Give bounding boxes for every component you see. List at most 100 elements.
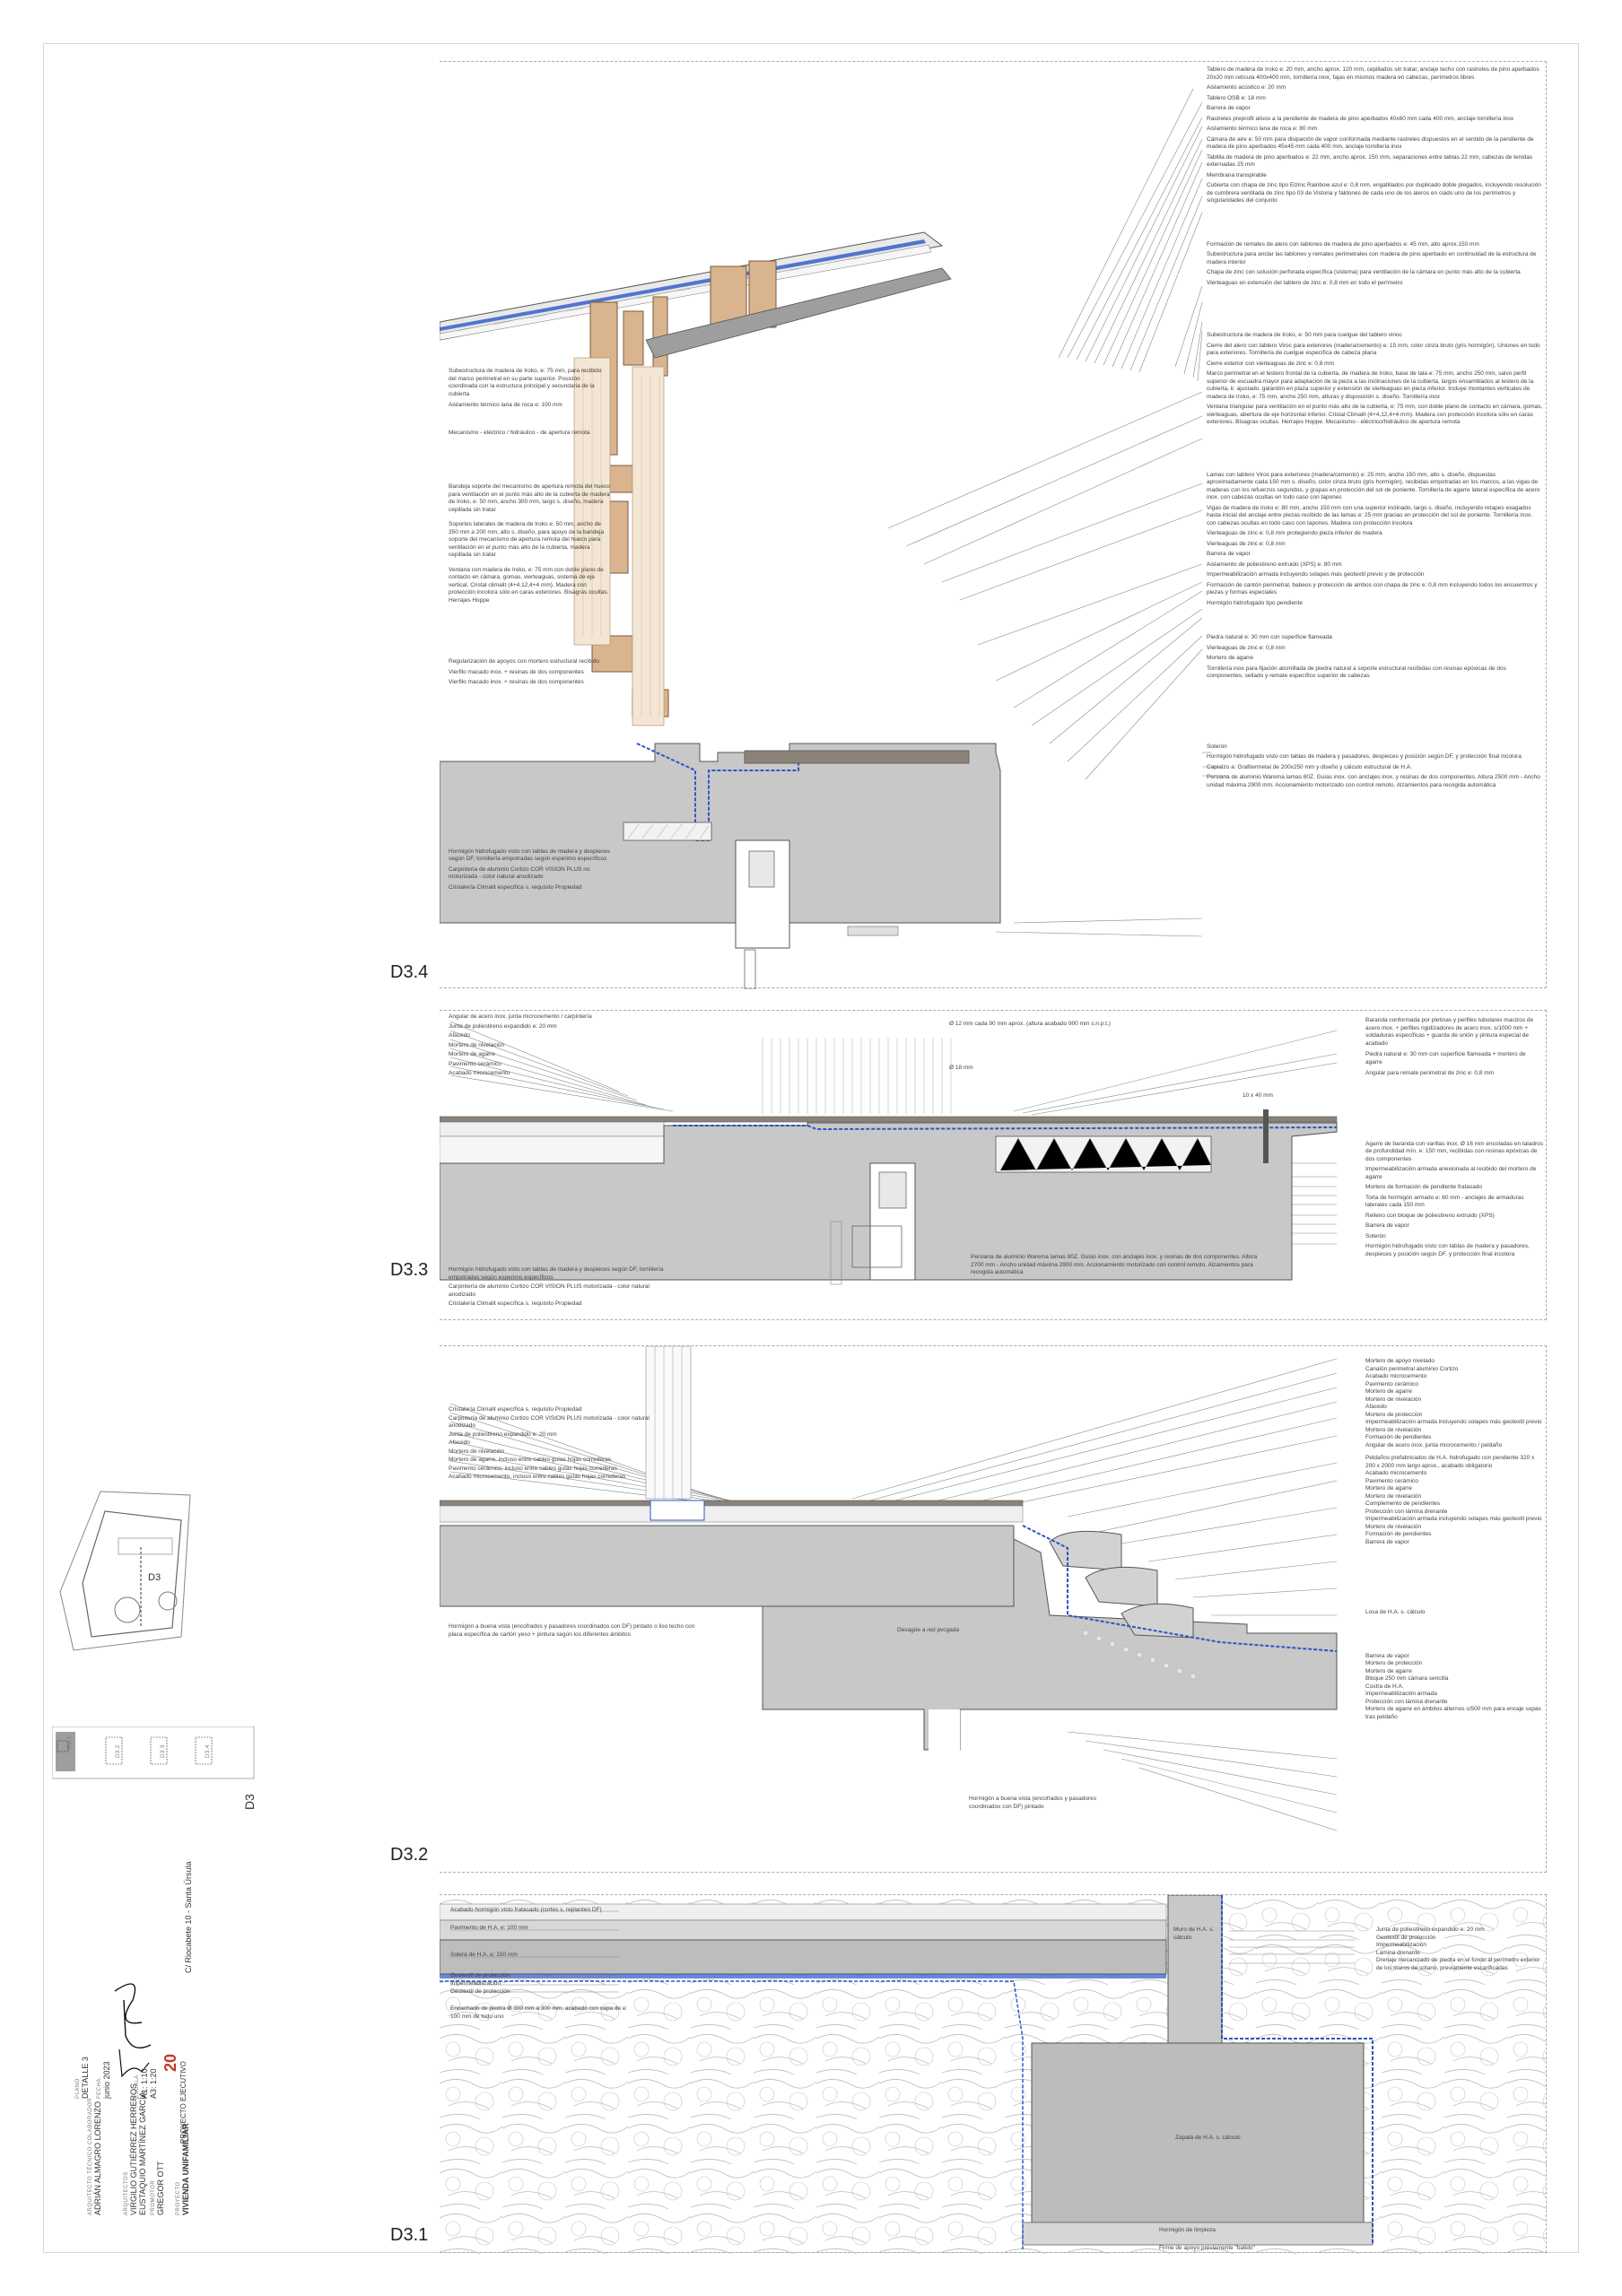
- note: Cámara de aire e: 50 mm para disipación …: [1207, 135, 1534, 151]
- note: Mortero de nivelación: [1365, 1492, 1422, 1500]
- note: Mortero de formación de pendiente fratas…: [1365, 1184, 1483, 1190]
- note: Afacedo: [449, 1439, 470, 1446]
- note: Complemento de pendientes: [1365, 1500, 1441, 1507]
- note: Piedra natural e: 30 mm con superficie f…: [1207, 634, 1332, 640]
- note: Drenaje mecanizado de piedra en el fondo…: [1376, 1957, 1540, 1971]
- detail-d31-frame: D3.1: [390, 1894, 1547, 2254]
- note: Subestructura de madera de Iroko, e: 75 …: [449, 368, 602, 397]
- note: Pavimento cerámico, incluso entre cables…: [449, 1465, 617, 1472]
- note: Pavimento cerámico: [1365, 1380, 1418, 1387]
- d32-mid-note-1: Hormigón a buena vista (encofrados y pas…: [449, 1623, 695, 1638]
- d31-center-note-3: Firme de apoyo previamente "batido": [1159, 2245, 1255, 2251]
- note: Peldaños prefabricados de H.A. hidrofuga…: [1365, 1455, 1535, 1469]
- note: Tablero de madera de Iroko e: 20 mm, anc…: [1207, 66, 1539, 81]
- note: Formación de remates de alero con tablon…: [1207, 240, 1479, 248]
- tb-architects: ARQUITECTOS VIRGILIO GUTIÉRREZ HERREROS …: [124, 2083, 147, 2215]
- note: Membrana transpirable: [1207, 171, 1267, 178]
- note: Afacedo: [1365, 1404, 1387, 1410]
- note: Junta de poliestireno expandido e: 20 mm: [449, 1431, 557, 1438]
- tb-address: C/ Riocabete 10 - Santa Úrsula: [184, 1861, 193, 1973]
- detail-d31-label: D3.1: [390, 2225, 429, 2245]
- note: Vigas de madera de Iroko e: 80 mm, ancho…: [1207, 504, 1533, 526]
- d31-center-note-0: Muro de H.A. s. cálculo: [1173, 1926, 1215, 1941]
- note: Subestructura de madera de Iroko, e: 50 …: [1207, 332, 1402, 338]
- note: Mortero de agarre: [449, 1051, 496, 1057]
- note: Persiana de aluminio Warema lamas 80Z. G…: [1207, 774, 1540, 788]
- note: Lamas con tablero Viroc para exteriores …: [1207, 471, 1540, 501]
- note: Cristalería Climalit específica s. requi…: [449, 883, 582, 891]
- tb-plan: PLANO DETALLE 3: [75, 2057, 90, 2099]
- note: Marco perimetral en el testero frontal d…: [1207, 370, 1534, 400]
- note: Vierfilo macado inox. + resinas de dos c…: [449, 668, 584, 675]
- note: Vierfilo macado inox. + resinas de dos c…: [449, 679, 584, 685]
- note: Acabado microcemento, incluso entre cabl…: [449, 1474, 626, 1480]
- note: Hormigón hidrofugado visto con tablas de…: [449, 848, 610, 863]
- key-strip-main-label: D3: [242, 1794, 257, 1810]
- note: Mortero de nivelación: [449, 1448, 505, 1455]
- note: Ventana con madera de Iroko, e: 75 mm co…: [449, 566, 609, 604]
- note: Barrera de vapor: [1365, 1222, 1409, 1229]
- note: Vierteaguas de zinc e: 0,8 mm: [1207, 644, 1286, 651]
- d31-center-note-2: Hormigón de limpieza: [1159, 2227, 1216, 2233]
- note: Vierteaguas en extensión del tablero de …: [1207, 279, 1403, 286]
- note: Hormigón hidrofugado tipo pendiente: [1207, 599, 1303, 606]
- note: Geotextil de protección: [1376, 1934, 1436, 1941]
- note: Protección con lámina drenante: [1365, 1508, 1448, 1515]
- d31-left-note-6: Encachado de piedra Ø 300 mm a 300 mm, a…: [450, 2005, 628, 2020]
- note: Mortero de nivelación: [1365, 1426, 1422, 1433]
- tb-technical: ARQUITECTO TÉCNICO COLABORADOR ADRIÁN AL…: [88, 2097, 102, 2215]
- note: Cierre del alero con tablero Viroc para …: [1207, 342, 1540, 357]
- d34-left-notes: Subestructura de madera de Iroko, e: 75 …: [449, 368, 610, 894]
- key-plan-strip: [52, 1726, 255, 1779]
- note: Ventana triangular para ventilación en e…: [1207, 404, 1543, 425]
- note: Formación de pendientes: [1365, 1531, 1432, 1537]
- note: Impermeabilización armada anexionada al …: [1365, 1166, 1537, 1180]
- note: Mortero de protección: [1365, 1660, 1423, 1666]
- detail-d33-drawing: [440, 1021, 1338, 1285]
- note: Acabado microcemento: [1365, 1373, 1427, 1379]
- note: Aislamiento acústico e: 20 mm: [1207, 84, 1286, 91]
- note: Hormigón hidrofugado visto con tablas de…: [1207, 753, 1522, 760]
- note: Cierre exterior con vierteaguas de zinc …: [1207, 360, 1334, 367]
- d33-top-note-1: Ø 12 mm cada 90 mm aprox. (altura acabad…: [949, 1021, 1111, 1027]
- note: Baranda conformada por pletinas y perfil…: [1365, 1017, 1534, 1047]
- detail-d34-frame: D3.4: [390, 61, 1547, 989]
- tb-scale: ESCALA A1: 1:10 A3: 1:20: [135, 2068, 158, 2099]
- note: Aislamiento de poliestireno extruido (XP…: [1207, 561, 1342, 568]
- d31-left-note-0: Acabado hormigón visto fratasado (cortes…: [450, 1907, 602, 1913]
- note: Tornillería inox para fijación atornilla…: [1207, 665, 1506, 680]
- key-strip-label-3: D3.3: [161, 1744, 166, 1758]
- tb-sheet-number: 20: [161, 2053, 179, 2072]
- note: Angular de acero inox. junta microcement…: [1365, 1441, 1503, 1448]
- note: Mortero de agarre: [1365, 1485, 1413, 1492]
- note: Pavimento cerámico: [1365, 1477, 1418, 1484]
- note: Barrera de vapor: [1365, 1538, 1409, 1545]
- note: Hormigón hidrofugado visto con tablas de…: [449, 1266, 664, 1281]
- note: Mortero de nivelación: [1365, 1396, 1422, 1403]
- d31-right-notes: Junta de poliestireno expandido e: 20 mm…: [1376, 1926, 1543, 1972]
- signature-image: [114, 1983, 152, 2078]
- note: Cristalería Climalit específica s. requi…: [449, 1406, 582, 1413]
- note: Relleno con bloque de poliestireno extru…: [1365, 1212, 1495, 1219]
- note: Impermeabilización: [1376, 1942, 1426, 1948]
- note: Lámina drenante: [1376, 1949, 1420, 1956]
- note: Acabado microcemento: [1365, 1470, 1427, 1476]
- note: Costra de H.A.: [1365, 1683, 1404, 1690]
- d33-top-note-2: Ø 18 mm: [949, 1065, 973, 1071]
- note: Rastreles preprofil alisos a la pendient…: [1207, 115, 1514, 122]
- note: Mortero de protección: [1365, 1411, 1423, 1418]
- note: Canalón perimetral aluminio Cortizo: [1365, 1365, 1459, 1372]
- d31-left-note-2: Solera de H.A. e: 150 mm: [450, 1952, 518, 1958]
- note: Formación de cantón perimetral, babeos y…: [1207, 581, 1538, 596]
- d34-right-notes: Tablero de madera de Iroko e: 20 mm, anc…: [1207, 66, 1543, 792]
- d32-left-notes: Cristalería Climalit específica s. requi…: [449, 1406, 664, 1483]
- note: Formación de pendientes: [1365, 1434, 1432, 1440]
- note: Acabado microcemento: [449, 1070, 510, 1076]
- note: Angular de acero inox. junta microcement…: [449, 1013, 592, 1020]
- note: Mortero de agarre, incluso entre cables …: [449, 1457, 612, 1463]
- note: Carpintería de aluminio Cortizo COR VISI…: [449, 865, 590, 881]
- note: Mortero de apoyo nivelado: [1365, 1358, 1435, 1364]
- key-plan-label: D3: [148, 1572, 161, 1583]
- note: Mortero de nivelación: [1365, 1523, 1422, 1530]
- note: Cristalería Climalit específica s. requi…: [449, 1300, 582, 1307]
